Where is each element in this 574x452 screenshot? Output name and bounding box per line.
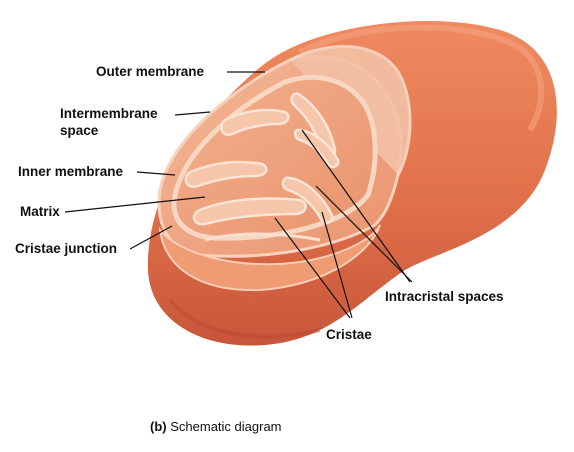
label-intermembrane-space-line2: space — [60, 123, 99, 138]
label-intracristal-spaces: Intracristal spaces — [385, 289, 504, 304]
caption-text: Schematic diagram — [170, 419, 282, 434]
label-intermembrane-space-line1: Intermembrane — [60, 106, 158, 121]
label-cristae-junction: Cristae junction — [15, 241, 118, 256]
label-matrix: Matrix — [20, 204, 60, 219]
label-cristae: Cristae — [326, 327, 372, 342]
label-outer-membrane: Outer membrane — [96, 64, 205, 79]
cristae-folds — [184, 92, 340, 226]
lower-surface — [158, 224, 381, 292]
label-inner-membrane: Inner membrane — [18, 164, 124, 179]
leader-lines — [64, 71, 413, 319]
figure-caption: (b) Schematic diagram — [150, 419, 282, 434]
caption-part: (b) — [150, 419, 167, 434]
